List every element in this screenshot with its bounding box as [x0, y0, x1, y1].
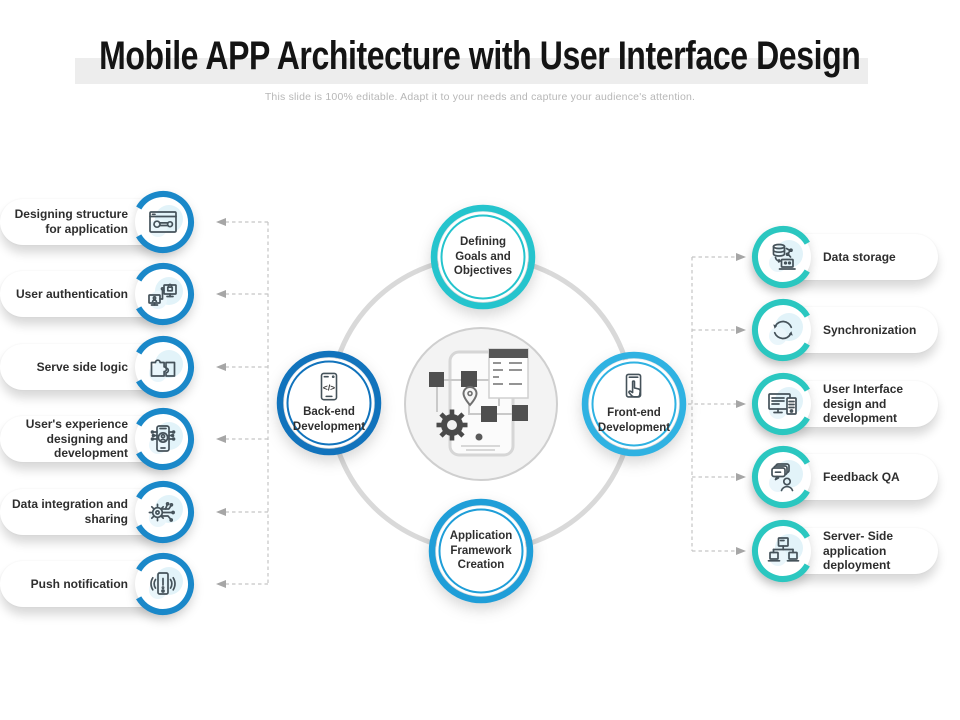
node-label: Defining Goals and Objectives: [453, 236, 513, 278]
list-item: Serve side logic: [0, 335, 196, 399]
list-item: Designing structure for application: [0, 190, 196, 254]
node-label: Back-end Development: [292, 406, 366, 433]
icon-ring: [751, 298, 815, 362]
list-item: Push notification: [0, 552, 196, 616]
icon-ring: [131, 335, 195, 399]
gear-circuit-icon: [148, 501, 175, 522]
flow-squares: [429, 371, 528, 422]
page-subtitle: This slide is 100% editable. Adapt it to…: [264, 91, 696, 103]
icon-ring: [131, 262, 195, 326]
list-item: User authentication: [0, 262, 196, 326]
item-label: Data integration and sharing: [11, 497, 128, 526]
item-label: Data storage: [823, 249, 896, 264]
icon-ring: [131, 480, 195, 544]
map-pin-icon: [462, 385, 478, 407]
app-blueprint-illustration: [404, 327, 558, 481]
server-network-icon: [767, 537, 800, 562]
browser-wrench-icon: [149, 211, 177, 233]
list-item: User's experience designing and developm…: [0, 407, 196, 471]
page-title: Mobile APP Architecture with User Interf…: [99, 34, 861, 78]
item-label: Synchronization: [823, 322, 917, 337]
node-defining-goals: Defining Goals and Objectives: [428, 202, 538, 312]
puzzle-icon: [150, 359, 176, 377]
node-label: Application Framework Creation: [449, 530, 513, 572]
item-label: Designing structure for application: [14, 207, 128, 236]
code-phone-icon: </>: [320, 372, 338, 401]
icon-ring: [751, 372, 815, 436]
spec-panel: [488, 348, 529, 399]
item-label: User authentication: [15, 286, 128, 301]
list-item: Data storage: [751, 225, 947, 289]
monitor-phone-icon: [768, 393, 797, 415]
right-arrows: [688, 253, 746, 555]
svg-text:</>: </>: [323, 382, 335, 392]
node-backend-development: </> Back-end Development: [274, 348, 384, 458]
icon-ring: [751, 445, 815, 509]
list-item: User Interface design and development: [751, 372, 947, 436]
node-frontend-development: Front-end Development: [579, 349, 689, 459]
list-item: Feedback QA: [751, 445, 947, 509]
left-arrows: [216, 218, 268, 588]
list-item: Synchronization: [751, 298, 947, 362]
item-label: Server- Side application deployment: [823, 529, 894, 573]
icon-ring: [131, 190, 195, 254]
item-label: Serve side logic: [36, 359, 128, 374]
tap-phone-icon: [625, 373, 642, 398]
item-label: User's experience designing and developm…: [25, 417, 128, 461]
phone-user-circuit-icon: [150, 425, 176, 452]
title-band: [75, 58, 868, 84]
item-label: User Interface design and development: [823, 382, 904, 426]
list-item: Server- Side application deployment: [751, 519, 947, 583]
node-label: Front-end Development: [597, 407, 671, 434]
icon-ring: [751, 225, 815, 289]
item-label: Push notification: [30, 576, 128, 591]
icon-ring: [751, 519, 815, 583]
phone-alert-icon: [150, 572, 176, 595]
sync-arrows-icon: [773, 320, 793, 340]
devices-lock-icon: [148, 283, 177, 306]
chat-person-icon: [771, 463, 794, 492]
list-item: Data integration and sharing: [0, 480, 196, 544]
icon-ring: [131, 407, 195, 471]
icon-ring: [131, 552, 195, 616]
database-laptop-icon: [772, 243, 796, 270]
node-application-framework: Application Framework Creation: [426, 496, 536, 606]
gear-icon: [436, 409, 468, 441]
item-label: Feedback QA: [823, 469, 900, 484]
